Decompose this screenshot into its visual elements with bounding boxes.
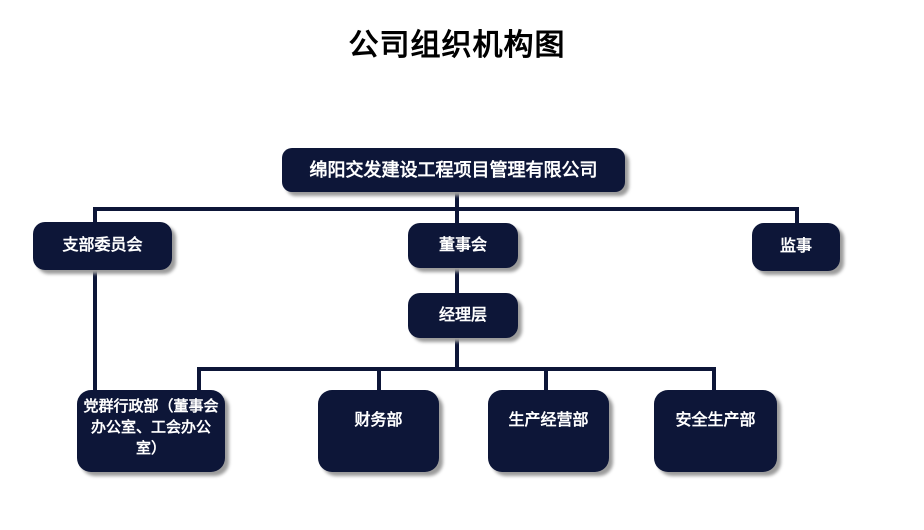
connector-drop-party-admin bbox=[197, 369, 201, 392]
connector-drop-production bbox=[544, 369, 548, 392]
org-node-management: 经理层 bbox=[408, 293, 518, 338]
org-node-supervisor: 监事 bbox=[752, 223, 840, 271]
connector-drop-supervisor bbox=[795, 209, 799, 225]
connector-drop-branch-committee bbox=[93, 209, 97, 224]
org-node-finance: 财务部 bbox=[318, 390, 439, 472]
connector-drop-board bbox=[455, 209, 459, 225]
connector-level4-horizontal bbox=[197, 367, 716, 371]
connector-drop-safety bbox=[712, 369, 716, 392]
connector-drop-finance bbox=[377, 369, 381, 392]
connector-company-down bbox=[455, 190, 459, 209]
org-node-production: 生产经营部 bbox=[488, 390, 609, 472]
connector-management-down bbox=[455, 336, 459, 369]
org-node-company: 绵阳交发建设工程项目管理有限公司 bbox=[282, 148, 625, 192]
org-node-party-admin: 党群行政部（董事会办公室、工会办公室） bbox=[77, 390, 225, 472]
org-node-board: 董事会 bbox=[408, 223, 518, 268]
connector-board-management bbox=[455, 266, 459, 295]
connector-level2-horizontal bbox=[93, 207, 799, 211]
connector-branch-party-admin bbox=[93, 268, 97, 392]
chart-title: 公司组织机构图 bbox=[348, 29, 566, 62]
org-node-safety: 安全生产部 bbox=[654, 390, 777, 472]
org-node-branch-committee: 支部委员会 bbox=[33, 222, 172, 270]
